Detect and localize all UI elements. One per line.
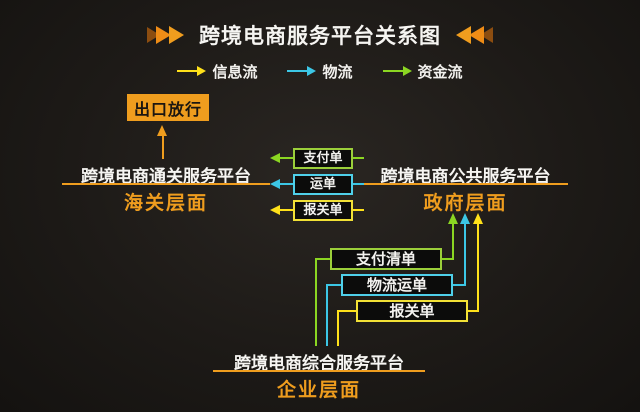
doc-box-customs-declaration: 报关单 [293,200,353,221]
yellow-arrow-icon [177,66,207,76]
connector-payment-slip-right [353,157,364,159]
up-arrowhead-icon [157,125,167,136]
connector-declaration-left [279,209,293,211]
page-title: 跨境电商服务平台关系图 [199,24,441,48]
left-arrowhead-icon [270,205,280,215]
connector-enterprise-declaration-horizontal [337,310,356,312]
legend-item-logistics-flow: 物流 [287,61,353,82]
connector-enterprise-payment-horizontal [315,258,330,260]
enterprise-layer-label: 企业层面 [276,379,361,401]
left-arrowhead-icon [270,153,280,163]
connector-declaration-right [353,209,364,211]
customs-platform-underline [62,183,270,185]
doc-box-logistics-waybill: 物流运单 [341,274,453,296]
connector-waybill-left [279,183,293,185]
doc-box-customs-declaration-2: 报关单 [356,300,468,322]
doc-box-payment-list: 支付清单 [330,248,442,270]
customs-platform-title: 跨境电商通关服务平台 [81,167,251,187]
connector-declaration-gov-horizontal [468,310,479,312]
government-layer-label: 政府层面 [423,192,508,214]
legend: 信息流 物流 资金流 [0,60,640,82]
doc-box-payment-slip: 支付单 [293,148,353,169]
customs-layer-label: 海关层面 [123,192,208,214]
up-arrowhead-icon [448,213,458,224]
government-platform-title: 跨境电商公共服务平台 [380,167,551,187]
doc-box-waybill: 运单 [293,174,353,195]
legend-label: 资金流 [417,62,463,81]
connector-enterprise-logistics-vertical [326,284,328,346]
left-arrowhead-icon [270,179,280,189]
connector-enterprise-payment-vertical [315,258,317,346]
connector-payment-gov-horizontal [442,258,454,260]
connector-waybill-right [353,183,364,185]
connector-export-release [162,135,164,159]
diagram-header: 跨境电商服务平台关系图 [0,20,640,50]
connector-enterprise-declaration-vertical [337,310,339,346]
rewind-icon [451,24,493,46]
connector-payment-gov-vertical [452,224,454,260]
cyan-arrow-icon [287,66,317,76]
enterprise-platform-underline [213,370,425,372]
legend-item-info-flow: 信息流 [177,61,257,82]
connector-enterprise-logistics-horizontal [326,284,341,286]
connector-logistics-gov-vertical [464,224,466,286]
enterprise-platform-title: 跨境电商综合服务平台 [234,354,404,374]
fast-forward-icon [147,24,189,46]
connector-payment-slip-left [279,157,293,159]
legend-label: 物流 [322,62,353,81]
up-arrowhead-icon [460,213,470,224]
up-arrowhead-icon [473,213,483,224]
export-release-node: 出口放行 [127,94,209,121]
connector-logistics-gov-horizontal [453,284,466,286]
green-arrow-icon [382,66,412,76]
legend-item-capital-flow: 资金流 [382,61,463,82]
legend-label: 信息流 [212,62,258,81]
connector-declaration-gov-vertical [477,224,479,312]
government-platform-underline [364,183,568,185]
